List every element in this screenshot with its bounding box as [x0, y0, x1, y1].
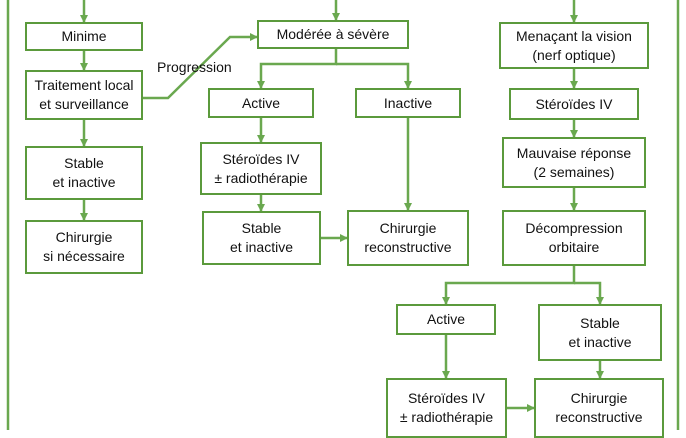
node-active-mid: Active [208, 88, 314, 118]
node-traitement-line1: Traitement local [34, 77, 134, 93]
arrow-decompression-stable [574, 281, 604, 305]
node-traitement-local: Traitement local et surveillance [25, 70, 143, 120]
node-active-bottom: Active [396, 304, 496, 335]
node-active-bottom-line1: Active [426, 311, 466, 327]
node-chirurgie-reconstructive-mid: Chirurgie reconstructive [347, 210, 469, 266]
node-menacant-line1: Menaçant la vision [516, 27, 632, 44]
node-steroides-radio-bottom-line2: ± radiothérapie [399, 409, 494, 425]
node-chirurgie-recon-mid-line1: Chirurgie [379, 220, 437, 236]
node-steroides-right-line1: Stéroïdes IV [535, 95, 613, 112]
node-stable-left-line1: Stable [64, 155, 104, 171]
node-mauvaise-line2: (2 semaines) [533, 163, 615, 180]
node-steroides-radio-mid: Stéroïdes IV ± radiothérapie [200, 142, 322, 195]
arrow-moderee-active [257, 49, 338, 89]
node-chirurgie-left-line1: Chirurgie [55, 229, 113, 245]
node-stable-bottom: Stable et inactive [538, 304, 662, 361]
node-chirurgie-recon-bottom-line2: reconstructive [555, 409, 643, 425]
arrow-decompression-active [442, 266, 576, 305]
node-chirurgie-left: Chirurgie si nécessaire [25, 220, 143, 274]
node-inactive-mid-line1: Inactive [383, 94, 433, 111]
arrow-progression [143, 33, 258, 100]
node-decompression-line1: Décompression [525, 220, 623, 236]
node-stable-mid: Stable et inactive [202, 211, 321, 265]
node-stable-bottom-line1: Stable [580, 314, 620, 331]
node-minime: Minime [25, 22, 143, 51]
node-stable-left-line2: et inactive [52, 174, 116, 190]
node-decompression-orbitaire: Décompression orbitaire [502, 210, 646, 266]
node-stable-bottom-line2: et inactive [568, 333, 632, 350]
progression-label: Progression [157, 59, 232, 75]
node-chirurgie-reconstructive-bottom: Chirurgie reconstructive [534, 378, 664, 438]
node-mauvaise-line1: Mauvaise réponse [516, 144, 632, 161]
node-inactive-mid: Inactive [355, 88, 461, 118]
node-moderee-line1: Modérée à sévère [276, 26, 390, 42]
node-chirurgie-recon-bottom-line1: Chirurgie [570, 390, 628, 406]
node-steroides-radio-bottom-line1: Stéroïdes IV [407, 390, 486, 406]
node-mauvaise-reponse: Mauvaise réponse (2 semaines) [502, 137, 646, 188]
node-stable-left: Stable et inactive [25, 146, 143, 200]
arrow-moderee-inactive [336, 62, 412, 89]
node-steroides-radio-bottom: Stéroïdes IV ± radiothérapie [386, 378, 507, 438]
node-moderee-severe: Modérée à sévère [257, 20, 409, 49]
node-chirurgie-left-line2: si nécessaire [43, 248, 125, 264]
node-steroides-radio-mid-line2: ± radiothérapie [214, 169, 308, 186]
node-steroides-radio-mid-line1: Stéroïdes IV [222, 150, 300, 167]
node-decompression-line2: orbitaire [548, 239, 600, 255]
node-steroides-iv-right: Stéroïdes IV [509, 88, 639, 120]
node-chirurgie-recon-mid-line2: reconstructive [364, 239, 452, 255]
node-minime-line1: Minime [61, 28, 107, 44]
node-active-mid-line1: Active [241, 94, 281, 111]
node-stable-mid-line1: Stable [241, 220, 282, 236]
node-menacant-vision: Menaçant la vision (nerf optique) [499, 22, 649, 69]
node-stable-mid-line2: et inactive [229, 239, 294, 255]
node-menacant-line2: (nerf optique) [532, 46, 616, 63]
node-traitement-line2: et surveillance [39, 96, 129, 112]
